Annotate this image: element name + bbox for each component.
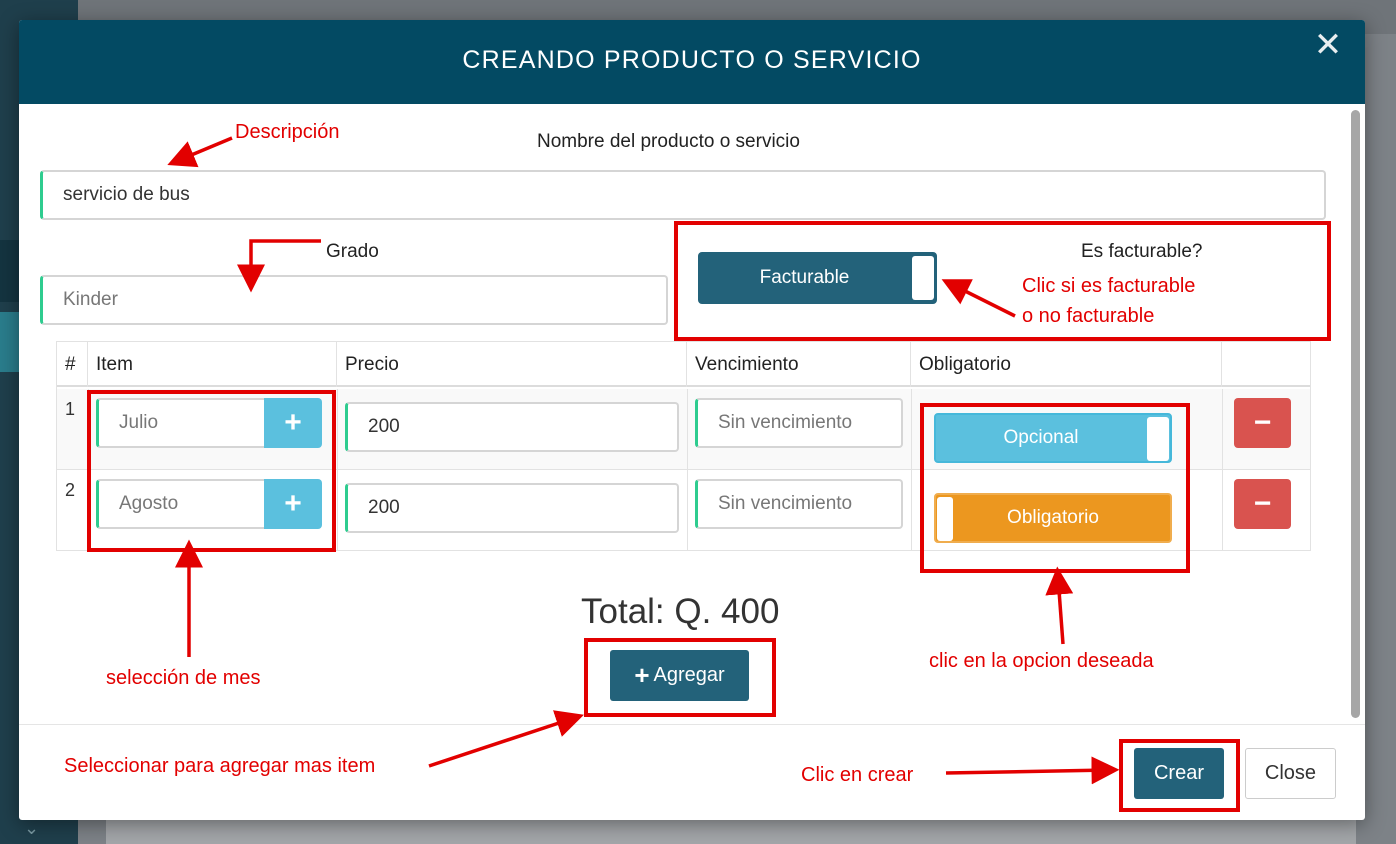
annotation-box-create <box>1119 739 1240 812</box>
annotation-facturable-1: Clic si es facturable <box>1022 275 1196 297</box>
product-name-label: Nombre del producto o servicio <box>537 131 800 152</box>
table-row: 2 Agosto + 200 Sin vencimiento Obligator… <box>57 470 1310 551</box>
arrow-crear <box>945 756 1120 785</box>
background-panel <box>106 820 1356 844</box>
price-input[interactable]: 200 <box>345 402 679 452</box>
column-header-item: Item <box>88 342 337 387</box>
row-number: 1 <box>65 399 76 419</box>
billable-label: Es facturable? <box>1081 241 1203 262</box>
row-number: 2 <box>65 480 76 500</box>
column-header-expiry: Vencimiento <box>687 342 911 387</box>
required-toggle-label: Obligatorio <box>1007 507 1099 528</box>
column-header-required: Obligatorio <box>911 342 1222 387</box>
expiry-input[interactable]: Sin vencimiento <box>695 479 903 529</box>
required-toggle-knob[interactable] <box>1147 417 1169 461</box>
table-header: # Item Precio Vencimiento Obligatorio <box>57 342 1310 387</box>
annotation-box-items <box>87 390 336 552</box>
total-amount: Total: Q. 400 <box>581 592 780 631</box>
billable-toggle[interactable]: Facturable <box>698 252 937 304</box>
modal-title: CREANDO PRODUCTO O SERVICIO <box>462 46 922 74</box>
annotation-box-add <box>584 638 776 717</box>
product-name-input[interactable]: servicio de bus <box>40 170 1326 220</box>
annotation-arrows <box>167 136 1120 785</box>
annotation-seleccionar-agregar: Seleccionar para agregar mas item <box>64 755 376 777</box>
add-month-button[interactable]: + <box>264 479 322 529</box>
arrow-grado <box>237 239 321 293</box>
annotation-facturable-2: o no facturable <box>1022 305 1155 327</box>
required-toggle[interactable]: Opcional <box>934 413 1172 463</box>
remove-row-button[interactable]: − <box>1234 398 1291 448</box>
column-header-number: # <box>57 342 88 387</box>
modal-footer-divider <box>19 724 1365 725</box>
items-table: # Item Precio Vencimiento Obligatorio 1 … <box>56 341 1311 551</box>
annotation-seleccion-mes: selección de mes <box>106 667 261 689</box>
modal-scrollbar[interactable] <box>1351 110 1360 718</box>
required-toggle-knob[interactable] <box>937 497 953 541</box>
arrow-agregar <box>428 710 584 768</box>
billable-toggle-label: Facturable <box>759 267 850 288</box>
billable-toggle-knob[interactable] <box>912 256 934 300</box>
annotation-clic-opcion: clic en la opcion deseada <box>929 650 1154 672</box>
required-toggle[interactable]: Obligatorio <box>934 493 1172 543</box>
chevron-down-icon: ⌄ <box>24 818 40 838</box>
arrow-descripcion <box>167 136 233 168</box>
annotation-descripcion: Descripción <box>235 121 340 143</box>
add-month-button[interactable]: + <box>264 398 322 448</box>
grade-label: Grado <box>326 241 379 262</box>
item-month-input[interactable]: Julio <box>96 398 266 448</box>
expiry-input[interactable]: Sin vencimiento <box>695 398 903 448</box>
annotation-box-billable <box>674 221 1331 341</box>
annotation-clic-crear: Clic en crear <box>801 764 914 786</box>
item-month-input[interactable]: Agosto <box>96 479 266 529</box>
create-button[interactable]: Crear <box>1134 748 1224 799</box>
modal-header: CREANDO PRODUCTO O SERVICIO ✕ <box>19 20 1365 104</box>
table-row: 1 Julio + 200 Sin vencimiento Opcional − <box>57 389 1310 470</box>
close-button[interactable]: Close <box>1245 748 1336 799</box>
add-item-label: Agregar <box>653 664 725 686</box>
arrow-facturable <box>941 279 1016 318</box>
grade-input[interactable]: Kinder <box>40 275 668 325</box>
plus-icon: + <box>634 660 650 690</box>
add-item-button[interactable]: + Agregar <box>610 650 749 701</box>
required-toggle-label: Opcional <box>1003 427 1079 448</box>
create-product-modal: CREANDO PRODUCTO O SERVICIO ✕ Nombre del… <box>19 20 1365 820</box>
arrow-opcion <box>1045 566 1074 645</box>
column-header-price: Precio <box>337 342 687 387</box>
price-input[interactable]: 200 <box>345 483 679 533</box>
close-icon[interactable]: ✕ <box>1313 26 1343 64</box>
remove-row-button[interactable]: − <box>1234 479 1291 529</box>
